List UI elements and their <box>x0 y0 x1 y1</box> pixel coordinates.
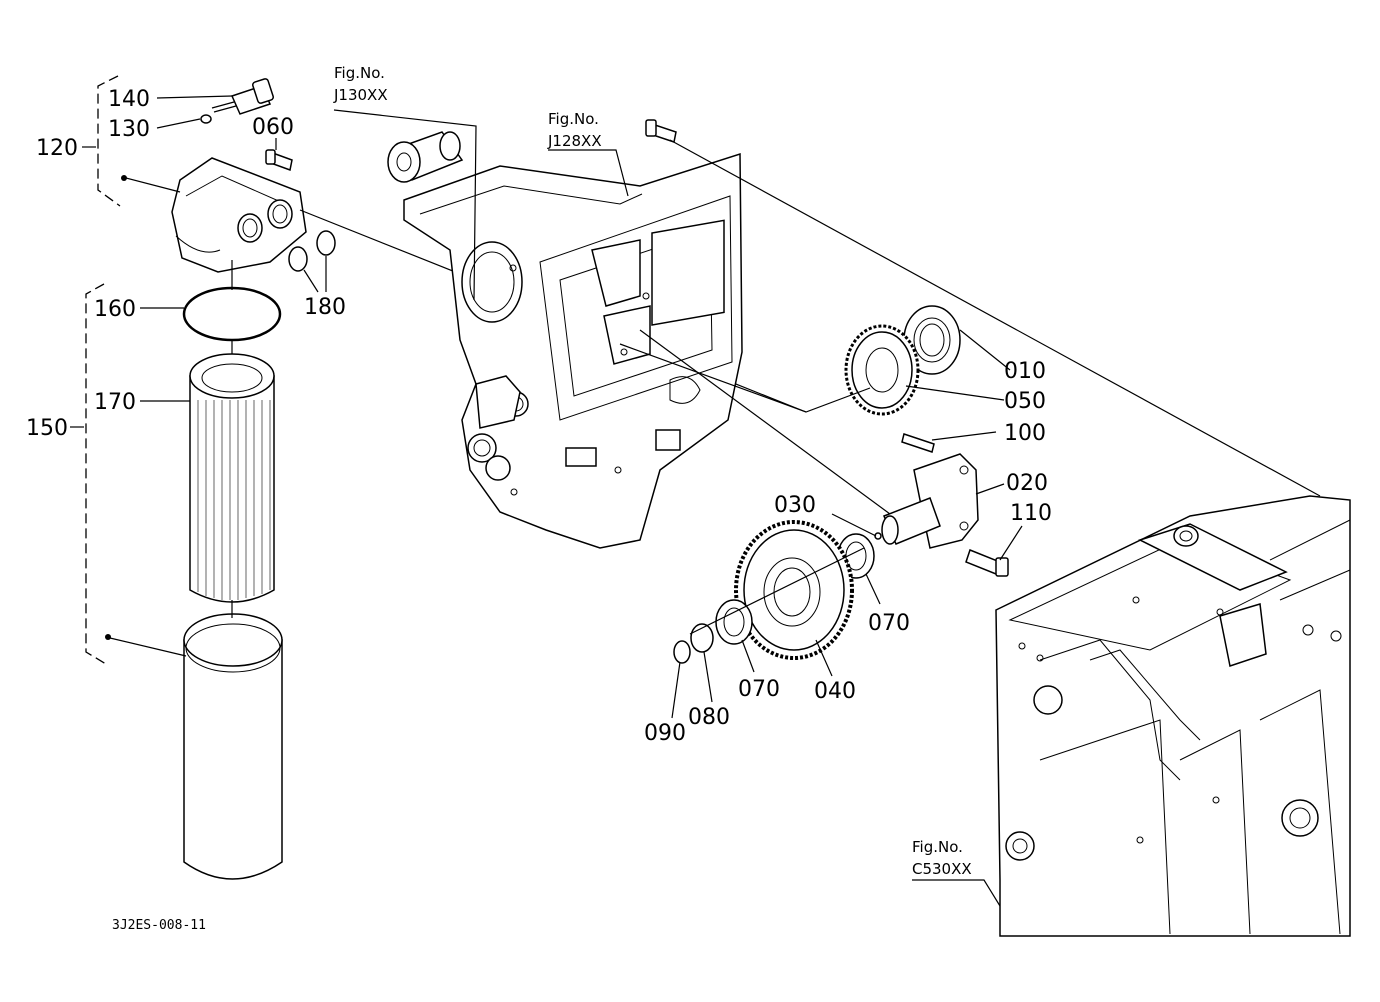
filter-head <box>171 157 307 273</box>
fig-ref-j128-label: Fig.No. <box>548 110 599 128</box>
o-ring-180a <box>288 246 308 272</box>
callout-180: 180 <box>304 295 346 320</box>
gear-050 <box>844 324 920 416</box>
callout-070-left: 070 <box>738 677 780 702</box>
drawing-code: 3J2ES-008-11 <box>112 918 206 933</box>
bearing-070-left <box>715 599 753 645</box>
housing-bolt <box>645 119 677 143</box>
fig-ref-j130-label: Fig.No. <box>334 64 385 82</box>
fig-ref-j128-code: J128XX <box>547 132 602 150</box>
callout-010: 010 <box>1004 359 1046 384</box>
callout-150: 150 <box>26 416 68 441</box>
callout-030: 030 <box>774 493 816 518</box>
callout-080: 080 <box>688 705 730 730</box>
callout-020: 020 <box>1006 471 1048 496</box>
group-150-bracket <box>85 283 107 665</box>
callout-130: 130 <box>108 117 150 142</box>
callout-070-right: 070 <box>868 611 910 636</box>
group-120-bracket <box>97 75 121 207</box>
callout-050: 050 <box>1004 389 1046 414</box>
callout-110: 110 <box>1010 501 1052 526</box>
transmission-housing <box>403 152 743 549</box>
shaft-bracket-020 <box>881 453 979 549</box>
fig-ref-c530-label: Fig.No. <box>912 838 963 856</box>
callout-060: 060 <box>252 115 294 140</box>
callout-100: 100 <box>1004 421 1046 446</box>
callout-170: 170 <box>94 390 136 415</box>
gasket-160 <box>182 286 282 342</box>
o-ring-180b <box>316 230 336 256</box>
callout-040: 040 <box>814 679 856 704</box>
splined-coupling <box>387 131 464 183</box>
snap-ring-090 <box>673 640 691 664</box>
transmission-case <box>995 495 1351 937</box>
o-ring-130 <box>200 114 212 124</box>
callout-090: 090 <box>644 721 686 746</box>
gear-040 <box>734 520 854 660</box>
fig-ref-j130-code: J130XX <box>333 86 388 104</box>
pressure-switch-140 <box>211 78 274 115</box>
filter-bowl <box>183 613 283 880</box>
fig-ref-c530-code: C530XX <box>912 860 972 878</box>
pin-100 <box>901 433 935 453</box>
callout-120: 120 <box>36 136 78 161</box>
bolt-110 <box>965 549 1009 577</box>
bolt-060 <box>265 149 293 172</box>
callout-160: 160 <box>94 297 136 322</box>
callout-140: 140 <box>108 87 150 112</box>
filter-element-170 <box>189 353 275 603</box>
